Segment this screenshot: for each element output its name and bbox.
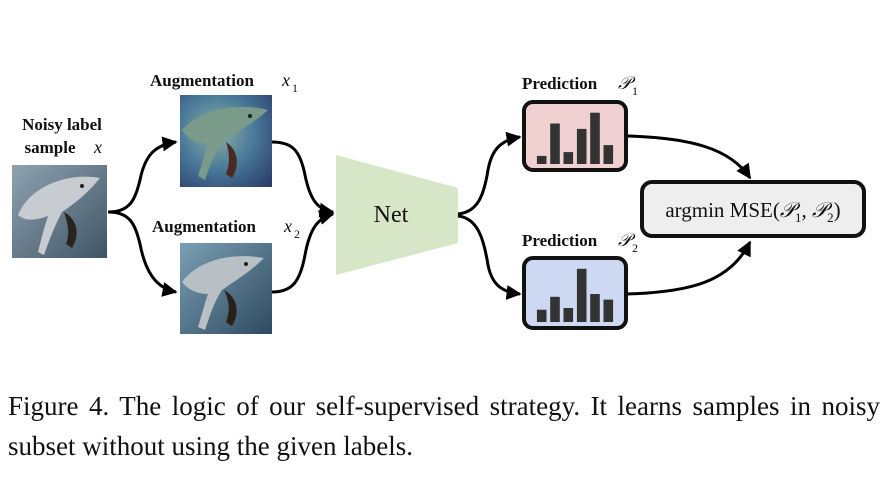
aug2-title: Augmentation — [152, 217, 256, 236]
pred1-bar — [603, 145, 614, 164]
pred2-title: Prediction — [522, 231, 598, 250]
aug1-var: x — [281, 70, 290, 90]
arrow-input-to-aug2 — [107, 210, 178, 297]
pred1-title: Prediction — [522, 74, 598, 93]
strategy-diagram: Noisy label sample x Augmentation x 1 Au… — [12, 70, 866, 334]
pred1-box — [522, 100, 628, 172]
pred1-bars — [536, 112, 614, 164]
net-label: Net — [374, 202, 409, 228]
arrow-pred1-to-mse — [627, 134, 752, 180]
mse-expression: argmin MSE(𝒫1, 𝒫2) — [665, 198, 840, 225]
pred2-bar — [536, 309, 547, 322]
arrow-aug2-to-net — [271, 210, 335, 294]
arrow-net-to-pred1 — [457, 131, 522, 216]
arrow-pred2-to-mse — [627, 240, 752, 296]
mse-sub1: 1 — [795, 210, 802, 225]
arrow-aug1-to-net — [271, 140, 335, 218]
pred1-bar — [550, 123, 560, 164]
pred2-sub: 2 — [632, 241, 638, 255]
pred2-bar — [603, 299, 614, 322]
aug2-sub: 2 — [294, 227, 300, 241]
mse-prefix: argmin MSE( — [665, 198, 780, 222]
arrow-input-to-aug1 — [107, 136, 178, 214]
mse-sep: , — [802, 198, 813, 222]
pred1-bar — [563, 152, 574, 164]
input-image — [12, 165, 107, 258]
aug1-sub: 1 — [292, 81, 298, 95]
pred1-bar — [590, 112, 600, 164]
pred1-bar — [536, 155, 547, 164]
net-block — [336, 155, 458, 275]
arrow-net-to-pred2 — [457, 214, 522, 300]
aug1-image — [180, 95, 272, 187]
pred1-sub: 1 — [632, 84, 638, 98]
input-title-line1: Noisy label — [22, 115, 102, 134]
figure-caption: Figure 4. The logic of our self-supervis… — [8, 391, 880, 461]
pred2-bar — [576, 268, 587, 322]
pred1-bar — [576, 128, 587, 164]
mse-sub2: 2 — [827, 210, 834, 225]
pred2-box — [522, 256, 628, 330]
mse-box — [640, 180, 866, 238]
input-title-line2: sample — [25, 138, 76, 157]
pred2-bar — [550, 296, 560, 322]
pred2-bars — [536, 268, 614, 322]
aug1-title: Augmentation — [150, 71, 254, 90]
input-var: x — [93, 137, 102, 157]
pred2-bar — [563, 308, 574, 322]
pred2-bar — [590, 294, 600, 322]
mse-suffix: ) — [834, 198, 841, 222]
aug2-image — [180, 243, 272, 334]
aug2-var: x — [283, 216, 292, 236]
